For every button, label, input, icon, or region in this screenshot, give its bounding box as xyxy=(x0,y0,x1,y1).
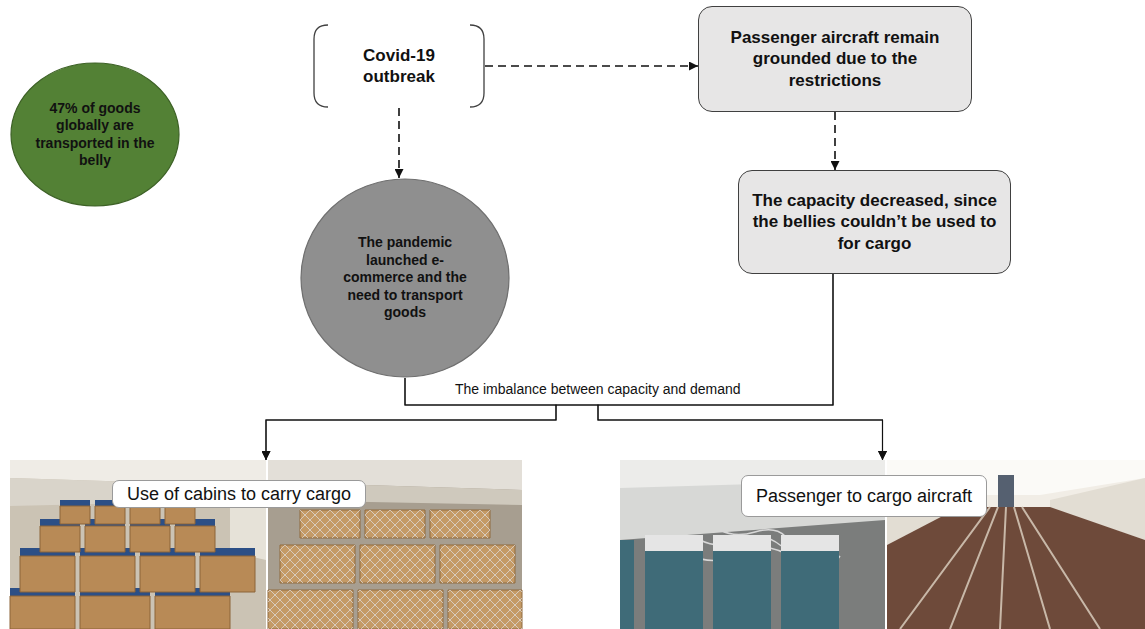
seat-tracks xyxy=(900,507,1100,629)
text-block: The pandemic launched e-commerce and the… xyxy=(334,234,476,322)
cabin-floor xyxy=(620,520,885,629)
seat-backs xyxy=(620,535,839,629)
node-text: The pandemic launched e-commerce and the… xyxy=(334,234,476,322)
caption-label: Use of cabins to carry cargo xyxy=(112,480,366,508)
cabin-door xyxy=(998,475,1014,507)
bracket-shape xyxy=(313,24,485,108)
cabin-carpet xyxy=(887,507,1145,629)
text-block: The capacity decreased, since the bellie… xyxy=(751,190,998,254)
dashed-arrow xyxy=(485,65,698,67)
process-box: Passenger aircraft remain grounded due t… xyxy=(698,6,972,112)
photo-panel: Passenger to cargo aircraft xyxy=(620,460,1145,629)
cargo-boxes xyxy=(268,510,522,629)
dashed-arrow xyxy=(398,108,400,178)
dashed-arrow xyxy=(834,112,836,170)
circle-outline xyxy=(11,63,179,206)
text-block: 47% of goods globally are transported in… xyxy=(34,100,156,170)
effect-circle: The pandemic launched e-commerce and the… xyxy=(300,178,510,378)
flow-label: The imbalance between capacity and deman… xyxy=(451,381,745,397)
caption-label: Passenger to cargo aircraft xyxy=(741,475,987,517)
photo-panel: Use of cabins to carry cargo xyxy=(10,460,522,629)
node-text: Use of cabins to carry cargo xyxy=(127,483,351,506)
cargo-boxes xyxy=(10,506,255,629)
bracket-outline xyxy=(314,25,484,107)
node-text: The capacity decreased, since the bellie… xyxy=(751,190,998,254)
node-text: 47% of goods globally are transported in… xyxy=(34,100,156,170)
cargo-nets xyxy=(268,510,522,629)
process-box: The capacity decreased, since the bellie… xyxy=(738,170,1011,274)
node-text: Passenger to cargo aircraft xyxy=(756,485,972,508)
node-text: Passenger aircraft remain grounded due t… xyxy=(711,27,959,91)
circle-outline xyxy=(301,179,509,377)
event-box: Covid-19 outbreak xyxy=(313,24,485,108)
flow-arrow xyxy=(405,378,883,460)
stat-circle: 47% of goods globally are transported in… xyxy=(10,62,180,207)
text-block: Covid-19 outbreak xyxy=(325,45,473,88)
text-block: Passenger aircraft remain grounded due t… xyxy=(711,27,959,91)
flow-arrow xyxy=(598,274,883,460)
headrest-covers xyxy=(645,535,839,551)
node-text: Covid-19 outbreak xyxy=(325,45,473,88)
